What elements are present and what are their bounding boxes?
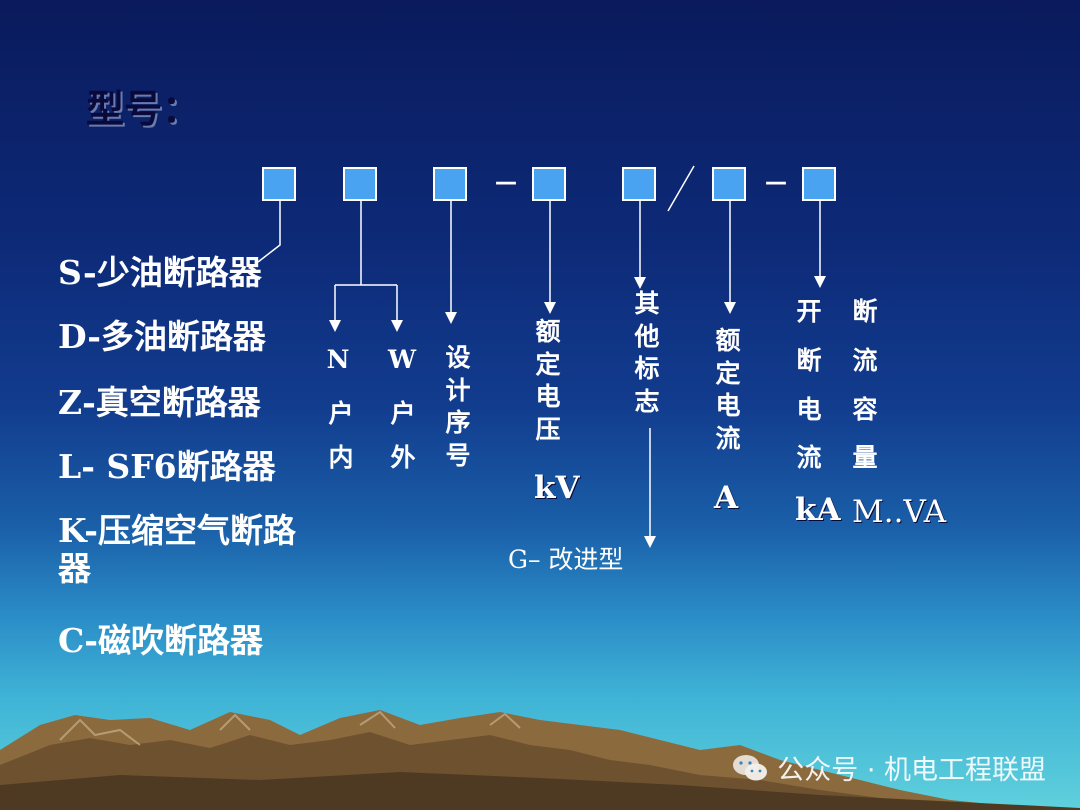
mountains-image [0, 710, 1080, 810]
w-letter: W [388, 345, 417, 374]
type-item-z: Z-真空断路器 [58, 383, 261, 422]
break-capacity-label: 断流容量 [852, 297, 878, 473]
type-item-d: D-多油断路器 [58, 317, 266, 356]
break-current-label: 开断电流 [796, 297, 822, 473]
break-capacity-unit: M..VA [852, 494, 947, 530]
voltage-unit: kV [534, 470, 580, 506]
code-box-design [433, 167, 467, 201]
separator-slash [667, 165, 695, 212]
current-unit: A [714, 480, 739, 516]
watermark: 公众号 · 机电工程联盟 [731, 748, 1046, 787]
design-seq-label: 设计序号 [445, 343, 471, 470]
code-box-voltage [532, 167, 566, 201]
n-letter: N [326, 345, 350, 374]
rated-current-label: 额定电流 [715, 326, 741, 453]
watermark-text: 公众号 · 机电工程联盟 [777, 755, 1046, 786]
outdoor-label: 户外 [390, 399, 416, 472]
type-item-c: C-磁吹断路器 [58, 621, 263, 660]
connector-type [257, 201, 281, 263]
separator-dash: － [763, 170, 790, 200]
break-current-unit: kA [795, 492, 841, 528]
type-item-s: S-少油断路器 [58, 253, 262, 292]
code-box-type [262, 167, 296, 201]
type-item-k: K-压缩空气断路器 [58, 511, 296, 588]
wechat-icon [733, 754, 768, 780]
other-mark-label: 其他标志 [634, 289, 660, 416]
indoor-label: 户内 [328, 399, 354, 472]
improved-type-label: G– 改进型 [508, 545, 624, 574]
separator-dash: － [493, 170, 520, 200]
code-box-current [712, 167, 746, 201]
code-box-break [802, 167, 836, 201]
rated-voltage-label: 额定电压 [535, 317, 561, 444]
type-item-l: L- SF6断路器 [58, 447, 276, 486]
code-box-other [622, 167, 656, 201]
code-box-location [343, 167, 377, 201]
page-title: 型号： [86, 86, 201, 131]
